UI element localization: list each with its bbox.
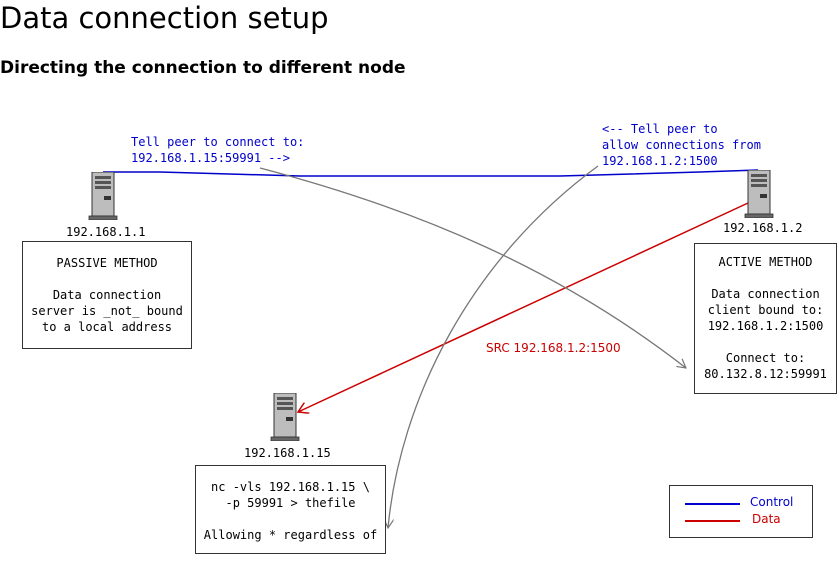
nc-command-text: nc -vls 192.168.1.15 \ -p 59991 > thefil… (203, 480, 378, 542)
server-icon (270, 393, 300, 441)
legend-data-label: Data (752, 512, 781, 526)
active-method-text: ACTIVE METHOD Data connection client bou… (704, 255, 827, 381)
legend: Control Data (669, 485, 813, 538)
tell-connect-annotation: Tell peer to connect to: 192.168.1.15:59… (131, 135, 305, 165)
passive-method-text: PASSIVE METHOD Data connection server is… (31, 256, 183, 334)
passive-method-box: PASSIVE METHOD Data connection server is… (22, 241, 192, 349)
annotation-arrow-connect (259, 167, 686, 368)
server-icon (88, 172, 118, 220)
node-ip-right: 192.168.1.2 (723, 221, 803, 235)
src-annotation: SRC 192.168.1.2:1500 (486, 341, 621, 355)
annotation-arrow-allow (388, 165, 599, 528)
data-link (298, 202, 749, 412)
diagram-title: Data connection setup (0, 1, 329, 35)
active-method-box: ACTIVE METHOD Data connection client bou… (694, 243, 837, 394)
tell-allow-annotation: <-- Tell peer to allow connections from … (602, 122, 761, 168)
server-icon (744, 170, 774, 218)
nc-command-box: nc -vls 192.168.1.15 \ -p 59991 > thefil… (195, 465, 386, 554)
legend-data: Data (670, 512, 814, 528)
legend-control: Control (670, 495, 814, 511)
legend-control-swatch (685, 503, 740, 505)
control-link (103, 169, 759, 177)
node-ip-left: 192.168.1.1 (66, 225, 146, 239)
node-ip-bottom: 192.168.1.15 (244, 446, 331, 460)
diagram-subtitle: Directing the connection to different no… (0, 58, 406, 78)
legend-control-label: Control (750, 495, 794, 509)
legend-data-swatch (685, 520, 740, 522)
